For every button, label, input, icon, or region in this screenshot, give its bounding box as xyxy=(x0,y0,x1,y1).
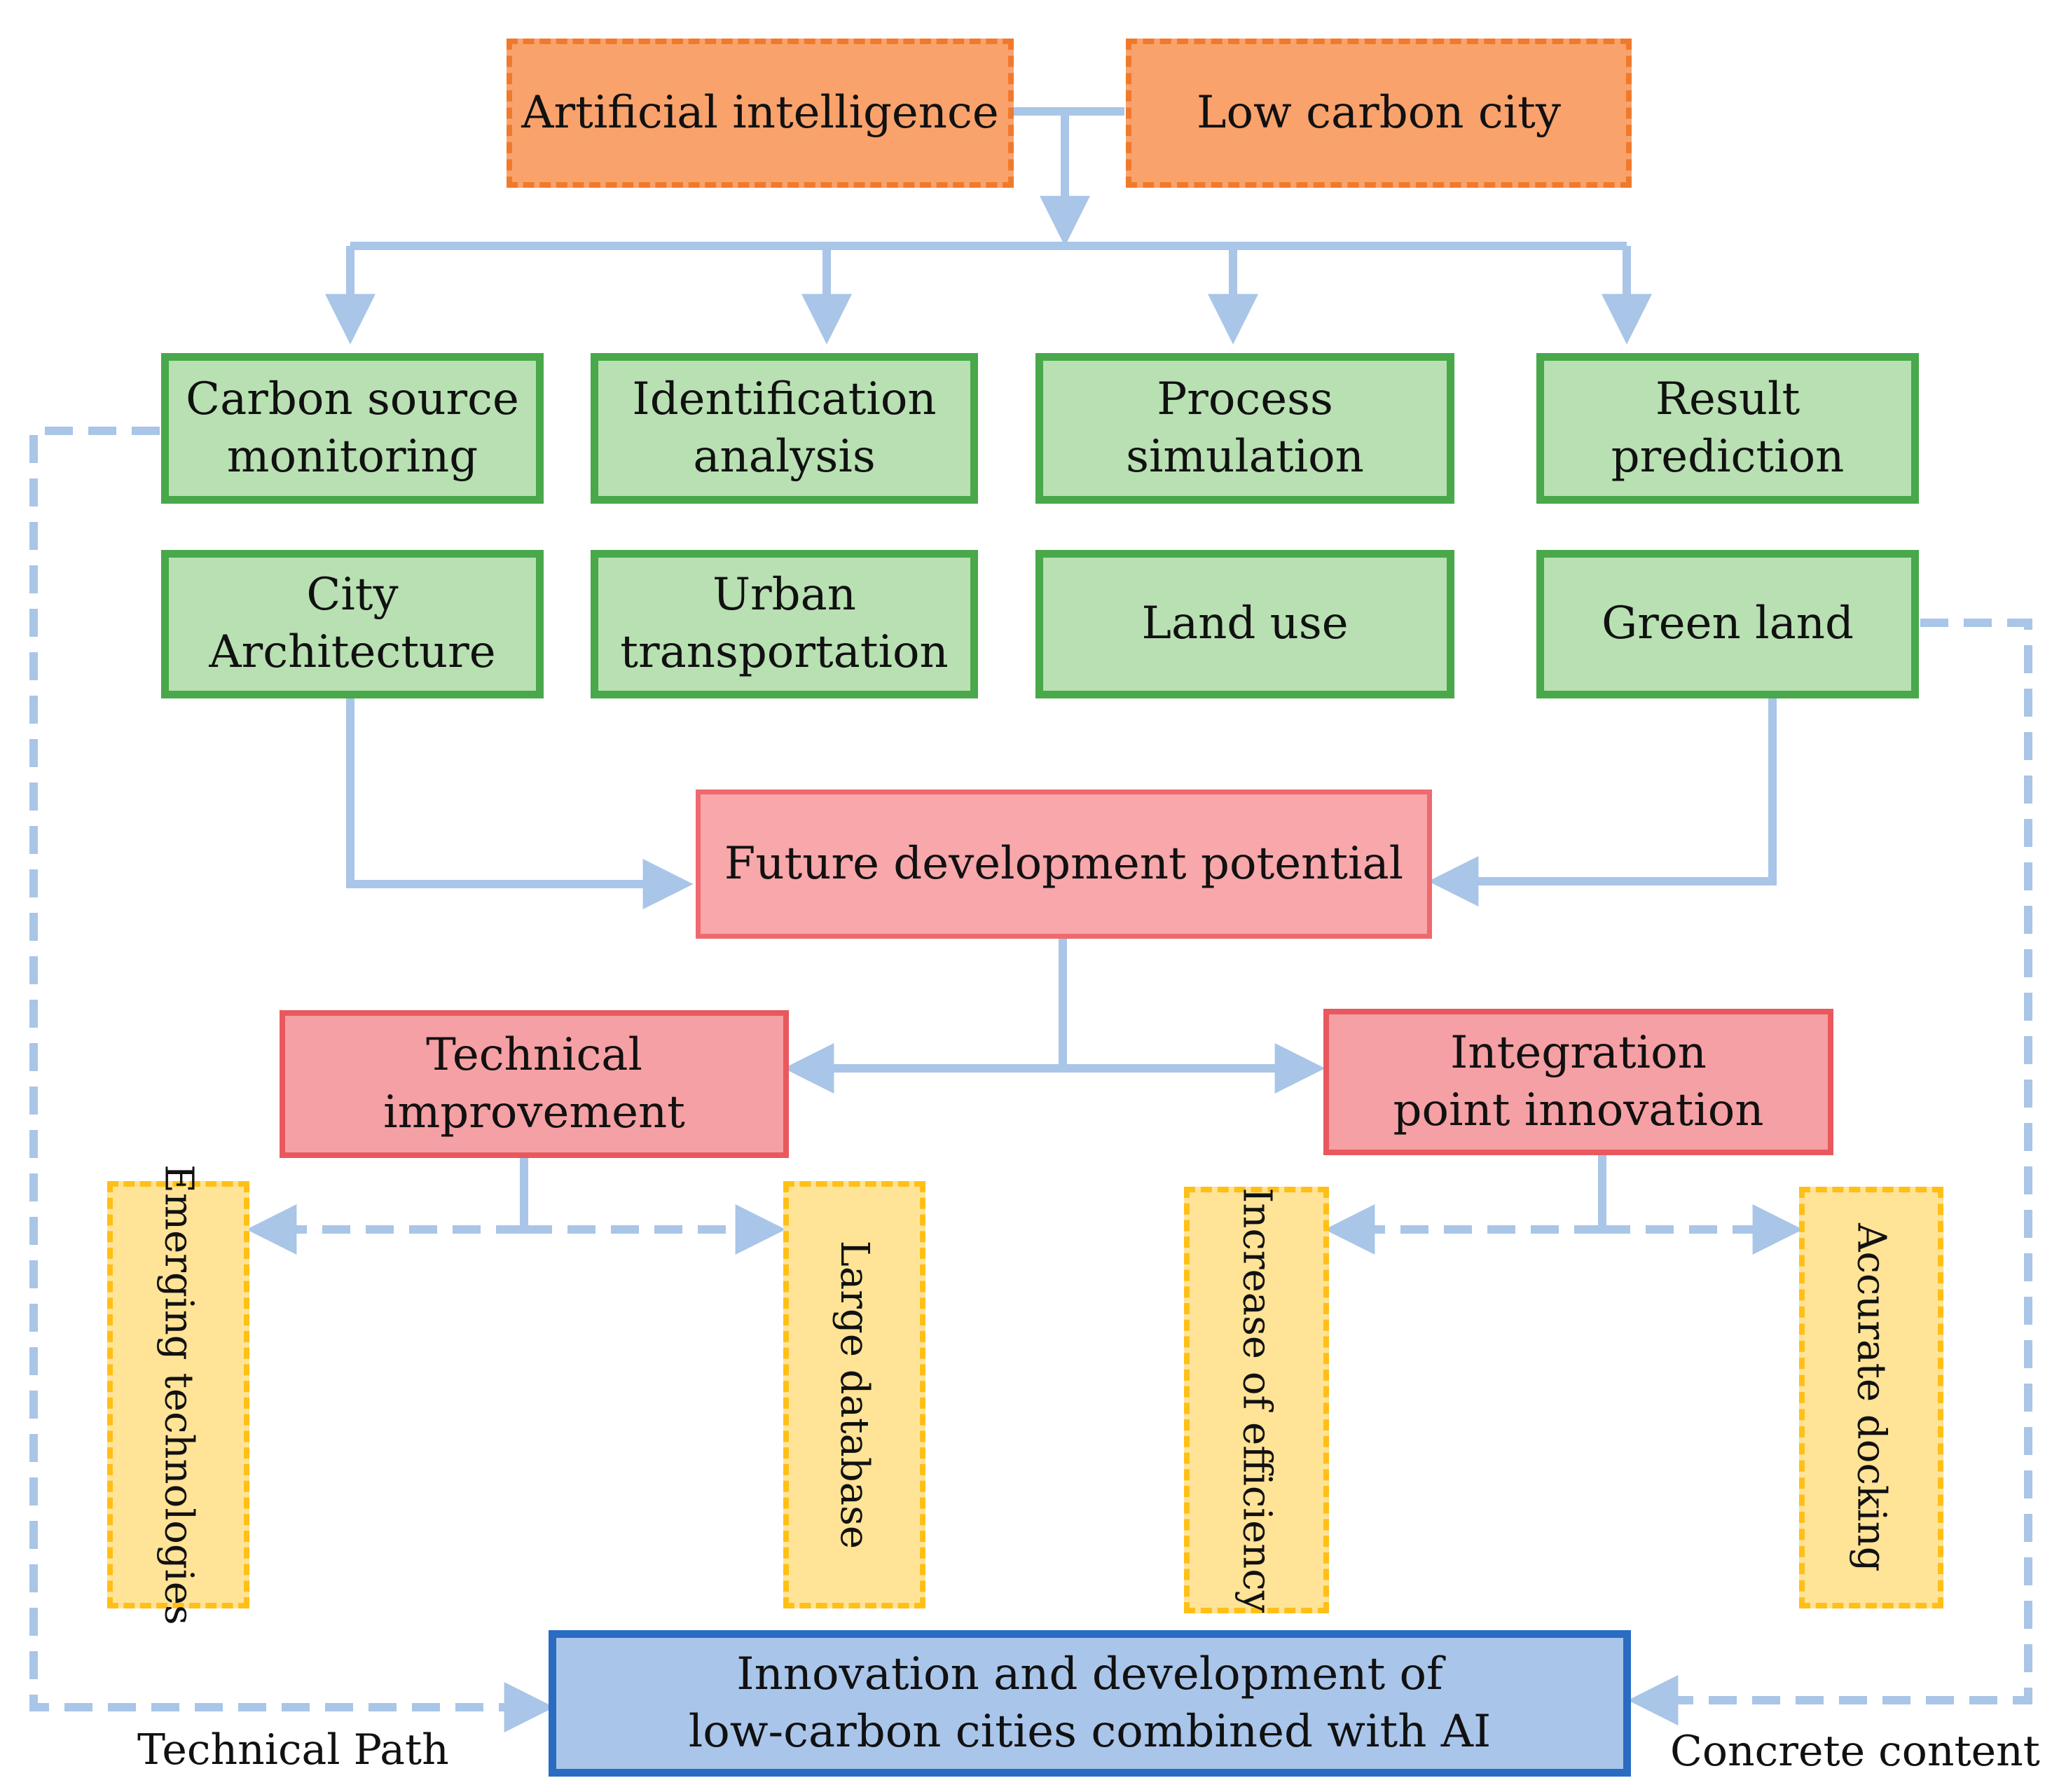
city-architecture-label: City Architecture xyxy=(209,569,496,678)
carbon-source-box: Carbon source monitoring xyxy=(161,353,544,504)
ai-label: Artificial intelligence xyxy=(521,86,999,139)
concrete-content-line xyxy=(1627,619,2032,1725)
urban-transportation-box: Urban transportation xyxy=(591,550,978,698)
integration-innovation-box: Integration point innovation xyxy=(1323,1009,1833,1155)
identification-label: Identification analysis xyxy=(632,373,937,483)
large-database-label: Large database xyxy=(832,1240,878,1550)
urban-transportation-label: Urban transportation xyxy=(620,569,949,678)
city-architecture-box: City Architecture xyxy=(161,550,544,698)
identification-box: Identification analysis xyxy=(591,353,978,504)
accurate-docking-box: Accurate docking xyxy=(1799,1187,1943,1608)
ai-box: Artificial intelligence xyxy=(507,39,1014,188)
land-use-label: Land use xyxy=(1141,598,1349,650)
emerging-technologies-label: Emerging technologies xyxy=(156,1164,202,1625)
technical-path-caption: Technical Path xyxy=(137,1725,449,1774)
green-land-box: Green land xyxy=(1536,550,1919,698)
low-carbon-city-label: Low carbon city xyxy=(1197,86,1561,139)
efficiency-label: Increase of efficiency xyxy=(1234,1187,1280,1613)
green-land-label: Green land xyxy=(1602,598,1854,650)
future-potential-label: Future development potential xyxy=(724,837,1404,890)
technical-improvement-box: Technical improvement xyxy=(280,1010,789,1158)
result-prediction-box: Result prediction xyxy=(1536,353,1919,504)
accurate-docking-label: Accurate docking xyxy=(1848,1223,1894,1572)
innovation-development-label: Innovation and development of low-carbon… xyxy=(688,1648,1492,1758)
process-simulation-label: Process simulation xyxy=(1126,373,1364,483)
green-land-to-future xyxy=(1428,698,1777,907)
land-use-box: Land use xyxy=(1035,550,1454,698)
carbon-source-label: Carbon source monitoring xyxy=(186,373,519,483)
result-prediction-label: Result prediction xyxy=(1611,373,1845,483)
low-carbon-city-box: Low carbon city xyxy=(1126,39,1632,188)
city-arch-to-future xyxy=(346,698,694,909)
technical-path-line xyxy=(29,427,555,1732)
large-database-box: Large database xyxy=(783,1181,925,1608)
future-potential-box: Future development potential xyxy=(696,790,1432,939)
process-simulation-box: Process simulation xyxy=(1035,353,1454,504)
efficiency-box: Increase of efficiency xyxy=(1184,1187,1329,1613)
integration-innovation-label: Integration point innovation xyxy=(1393,1026,1764,1136)
emerging-technologies-box: Emerging technologies xyxy=(107,1164,249,1625)
innovation-development-box: Innovation and development of low-carbon… xyxy=(549,1630,1631,1777)
technical-improvement-label: Technical improvement xyxy=(383,1028,685,1138)
concrete-content-caption: Concrete content xyxy=(1670,1727,2040,1776)
